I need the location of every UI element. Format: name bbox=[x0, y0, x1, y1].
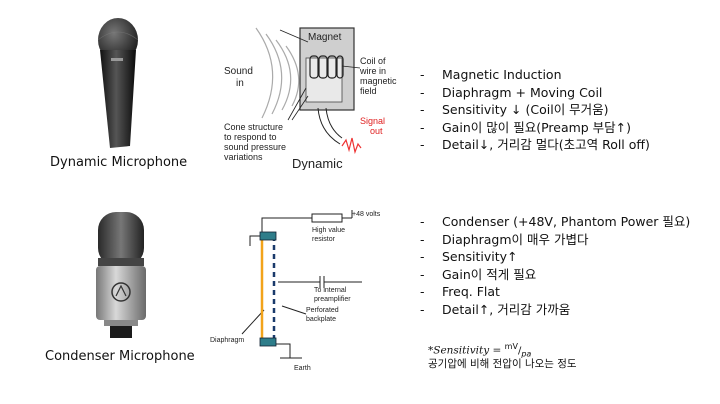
diagram-label-cone: Cone structure bbox=[224, 122, 283, 132]
diagram-label-coil-4: field bbox=[360, 86, 377, 96]
dynamic-bullet-item: -Diaphragm + Moving Coil bbox=[420, 84, 603, 100]
diagram-label-preamp-2: preamplifier bbox=[314, 296, 351, 303]
condenser-microphone-image bbox=[96, 212, 146, 338]
dynamic-microphone-image bbox=[97, 18, 139, 148]
condenser-bullet-item: -Sensitivity↑ bbox=[420, 249, 518, 265]
diagram-label-volts: +48 volts bbox=[352, 211, 381, 218]
diagram-label-cone-4: variations bbox=[224, 152, 263, 162]
diagram-label-resistor: High value bbox=[312, 227, 345, 234]
dynamic-bullet-item: -Detail↓, 거리감 멀다(초고역 Roll off) bbox=[420, 137, 650, 153]
diagram-title-dynamic: Dynamic bbox=[292, 156, 343, 170]
diagram-label-diaphragm: Diaphragm bbox=[210, 337, 244, 344]
diagram-label-cone-2: to respond to bbox=[224, 132, 277, 142]
diagram-label-backplate: Perforated bbox=[306, 307, 339, 314]
diagram-label-coil-3: magnetic bbox=[360, 76, 397, 86]
diagram-label-resistor-2: resistor bbox=[312, 236, 336, 243]
condenser-microphone-caption: Condenser Microphone bbox=[45, 349, 195, 364]
diagram-label-coil-2: wire in bbox=[359, 66, 386, 76]
condenser-bullet-item: -Condenser (+48V, Phantom Power 필요) bbox=[420, 214, 691, 229]
diagram-label-signal-out-2: out bbox=[370, 126, 383, 136]
dynamic-microphone-diagram: Magnet Sound in Coil of wire in magnetic… bbox=[224, 27, 397, 170]
diagram-label-cone-3: sound pressure bbox=[224, 142, 286, 152]
diagram-label-earth: Earth bbox=[294, 365, 311, 372]
dynamic-bullet-list: -Magnetic Induction -Diaphragm + Moving … bbox=[420, 66, 650, 154]
condenser-microphone-diagram: +48 volts High value resistor To interna… bbox=[210, 210, 381, 372]
dynamic-microphone-caption: Dynamic Microphone bbox=[50, 155, 188, 170]
dynamic-bullet-item: -Magnetic Induction bbox=[420, 67, 562, 82]
condenser-bullet-item: -Detail↑, 거리감 가까움 bbox=[420, 301, 571, 317]
diagram-label-signal-out: Signal bbox=[360, 116, 385, 126]
diagram-label-sound-in: Sound bbox=[224, 66, 253, 77]
diagram-label-magnet: Magnet bbox=[308, 32, 342, 43]
diagram-label-sound-in-2: in bbox=[236, 78, 244, 89]
diagram-label-preamp: To internal bbox=[314, 287, 347, 294]
dynamic-bullet-item: -Gain이 많이 필요(Preamp 부담↑) bbox=[420, 119, 632, 135]
condenser-bullet-list: -Condenser (+48V, Phantom Power 필요) -Dia… bbox=[420, 213, 690, 319]
condenser-bullet-item: -Freq. Flat bbox=[420, 284, 500, 300]
condenser-bullet-item: -Gain이 적게 필요 bbox=[420, 266, 537, 282]
dynamic-bullet-item: -Sensitivity ↓ (Coil이 무거움) bbox=[420, 102, 609, 118]
sensitivity-formula: *Sensitivity = mV/pa bbox=[428, 342, 532, 359]
condenser-bullet-item: -Diaphragm이 매우 가볍다 bbox=[420, 231, 589, 247]
sensitivity-description: 공기압에 비해 전압이 나오는 정도 bbox=[428, 358, 577, 370]
diagram-label-backplate-2: backplate bbox=[306, 316, 336, 323]
diagram-label-coil: Coil of bbox=[360, 56, 386, 66]
